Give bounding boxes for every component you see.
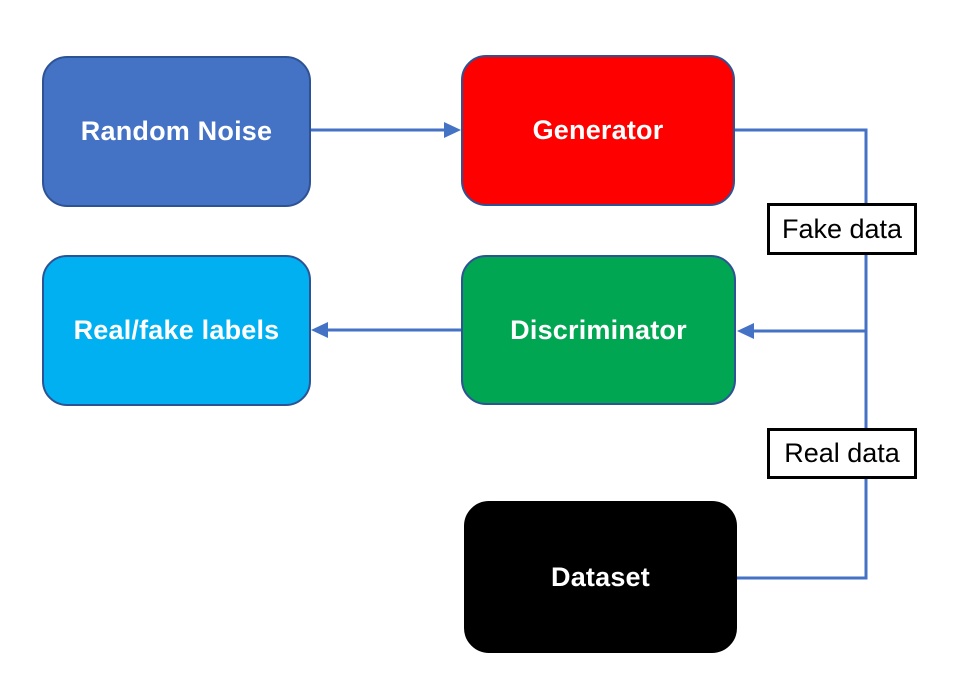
node-discriminator: Discriminator — [461, 255, 736, 405]
edge-label-fake-data-text: Fake data — [781, 213, 903, 244]
node-random-noise-label: Random Noise — [80, 116, 273, 146]
node-dataset: Dataset — [464, 501, 737, 653]
edge-label-real-data-text: Real data — [784, 438, 900, 468]
node-discriminator-label: Discriminator — [510, 314, 687, 345]
node-random-noise: Random Noise — [42, 56, 311, 207]
edge-label-fake-data: Fake data — [767, 203, 917, 255]
arrowhead-into-discriminator — [737, 323, 754, 339]
edge-label-real-data: Real data — [767, 428, 917, 479]
node-generator: Generator — [461, 55, 735, 206]
arrowhead-into-labels — [311, 322, 328, 338]
arrowhead-into-generator — [444, 122, 461, 138]
node-dataset-label: Dataset — [551, 561, 650, 592]
node-real-fake-labels: Real/fake labels — [42, 255, 311, 406]
node-real-fake-labels-label: Real/fake labels — [73, 315, 280, 345]
node-generator-label: Generator — [532, 115, 664, 145]
